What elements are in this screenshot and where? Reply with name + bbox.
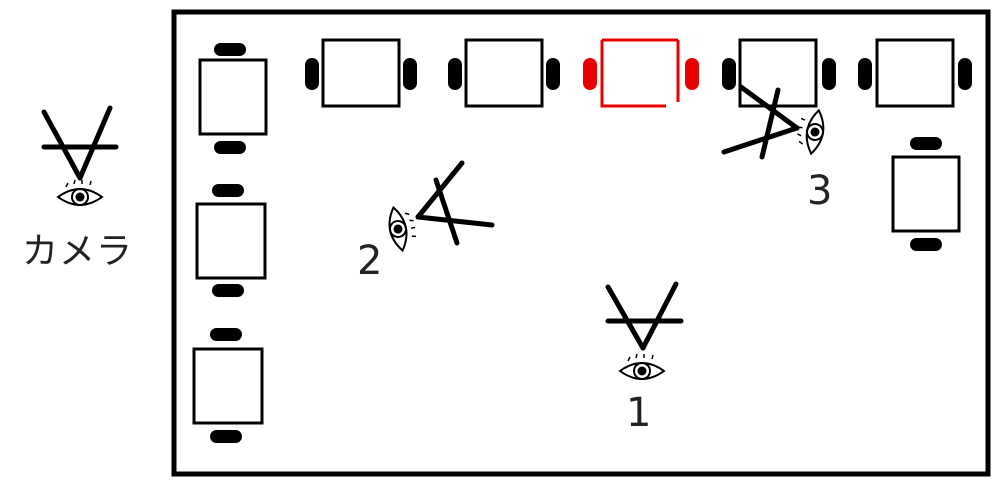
- viewer-1-marker-icon: [605, 281, 684, 351]
- highlighted-table: [583, 38, 699, 108]
- viewer-2-eye-icon: [388, 205, 416, 253]
- top-table-2: [448, 38, 560, 108]
- viewer-3-eye-icon: [797, 108, 825, 156]
- room-outline: [171, 9, 991, 477]
- right-table: [891, 137, 961, 251]
- top-table-1: [305, 38, 417, 108]
- top-table-4: [722, 38, 836, 108]
- viewer-3-number: 3: [807, 168, 833, 214]
- top-table-5: [858, 38, 972, 108]
- viewer-2-number: 2: [357, 238, 383, 284]
- viewer-3-marker-icon: [721, 84, 800, 160]
- left-table-3: [192, 328, 264, 443]
- viewer-2-marker-icon: [415, 160, 495, 246]
- left-table-1: [198, 43, 268, 154]
- camera-eye-icon: [56, 179, 104, 206]
- left-table-2: [195, 184, 267, 297]
- viewer-1-number: 1: [626, 390, 652, 436]
- camera-viewpoint-marker-icon: [41, 105, 119, 181]
- camera-label: カメラ: [22, 231, 134, 272]
- viewer-1-eye-icon: [618, 353, 666, 380]
